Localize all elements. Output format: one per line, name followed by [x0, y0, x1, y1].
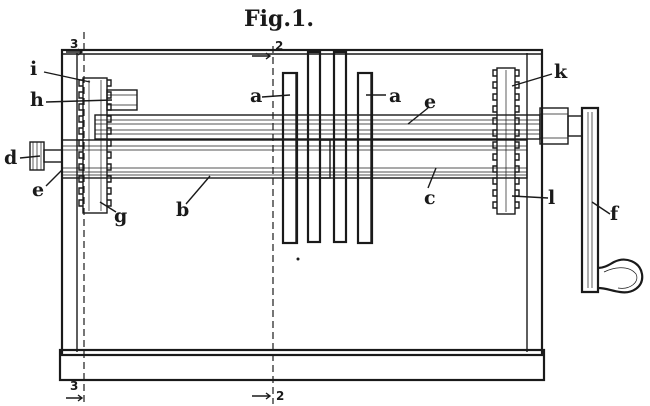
left-gear: [78, 77, 112, 214]
knob-stem: [43, 149, 63, 163]
section-mark-top-2: 2: [275, 39, 283, 53]
label-b: b: [176, 199, 189, 221]
label-e-right: e: [424, 91, 436, 113]
crank-arm: [580, 106, 600, 294]
crank-handle: [597, 258, 644, 294]
disc-4: [356, 71, 374, 245]
frame-outline: [60, 48, 544, 357]
disc-1: [281, 71, 299, 245]
section-arrow-top-2: [252, 52, 272, 60]
label-a-right: a: [389, 85, 401, 107]
crank-hub: [539, 107, 569, 145]
label-e-left: e: [32, 179, 44, 201]
leader-lines: [19, 71, 611, 215]
crank: [539, 106, 644, 294]
discs: [281, 50, 374, 245]
label-c: c: [424, 187, 436, 209]
lower-shaft: [61, 139, 528, 179]
section-mark-bottom-3: 3: [70, 379, 78, 393]
section-arrow-bottom-3: [66, 394, 84, 402]
label-a-left: a: [250, 85, 262, 107]
speck-mark: [296, 257, 300, 261]
disc-2: [306, 50, 322, 244]
upper-shaft: [94, 114, 541, 140]
label-d: d: [4, 147, 17, 169]
section-arrow-bottom-2: [252, 392, 272, 400]
left-gear-body: [82, 77, 108, 214]
label-g: g: [114, 205, 127, 227]
frame: [58, 48, 546, 382]
label-k: k: [554, 61, 568, 83]
right-gear: [492, 67, 520, 215]
right-gear-body: [496, 67, 516, 215]
section-arrow-top-3: [66, 48, 84, 56]
upper-shaft-body: [94, 114, 541, 140]
label-h: h: [30, 89, 44, 111]
section-mark-bottom-2: 2: [276, 389, 284, 403]
label-l: l: [548, 187, 555, 209]
label-f: f: [610, 203, 620, 225]
figure-title: Fig.1.: [244, 6, 314, 32]
section-mark-top-3: 3: [70, 37, 78, 51]
base-board: [58, 348, 546, 382]
label-i: i: [30, 58, 37, 80]
disc-3: [332, 50, 348, 244]
